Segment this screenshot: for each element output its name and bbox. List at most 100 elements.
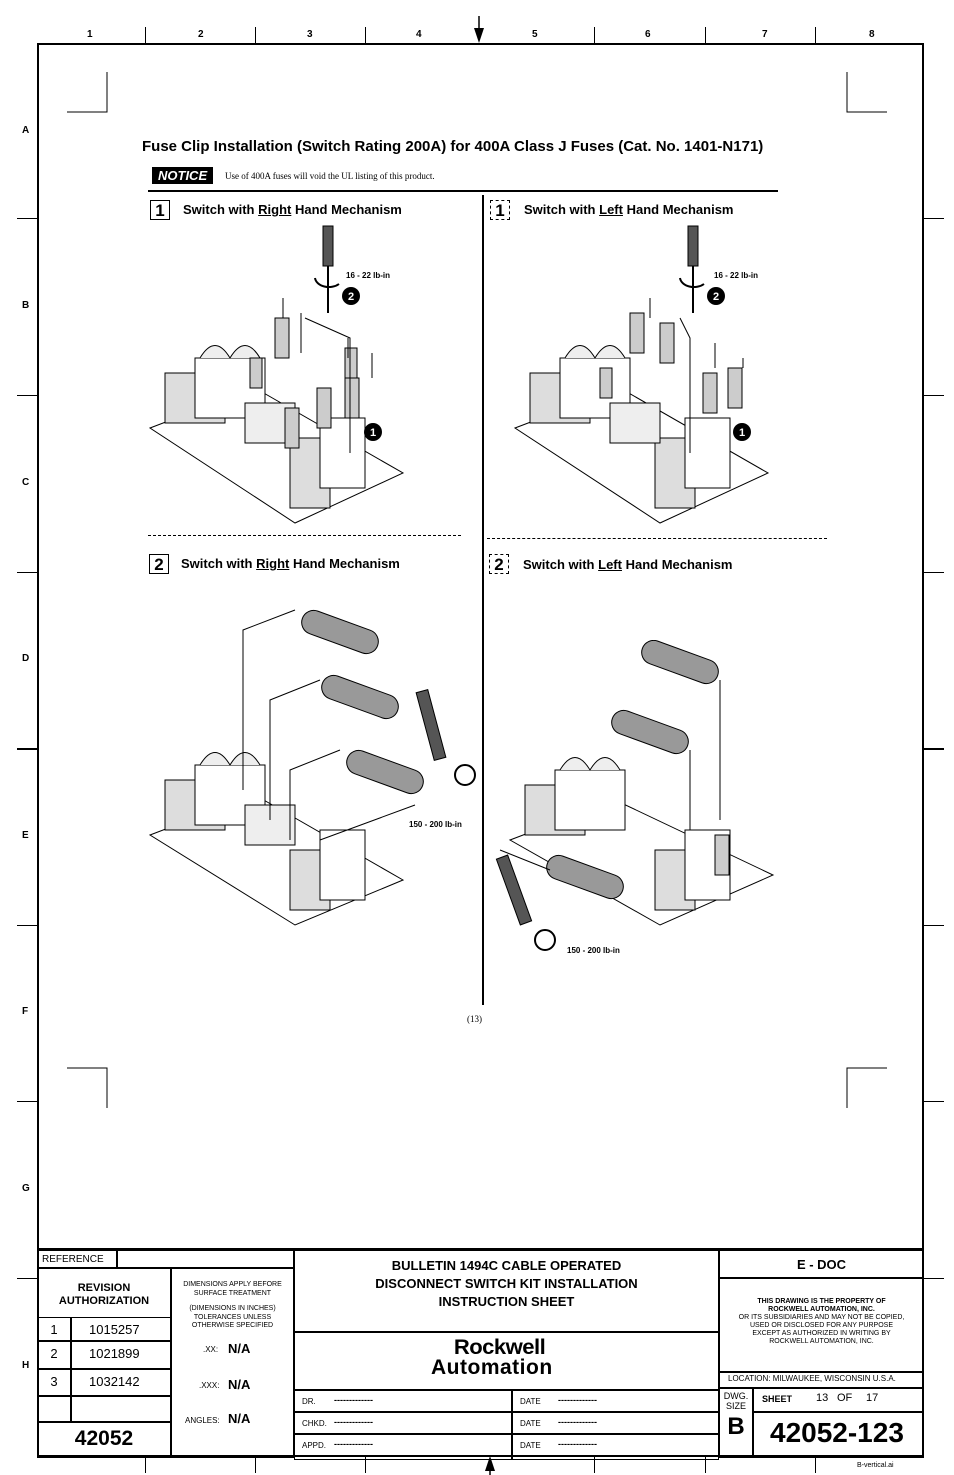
revision-num-cell — [37, 1396, 71, 1422]
torque-label-1-left: 16 - 22 lb-in — [714, 271, 759, 280]
callout-2-right: 2 — [348, 291, 354, 303]
revision-num-cell — [37, 1317, 71, 1341]
brand-cell — [294, 1332, 719, 1390]
grid-tick — [17, 218, 37, 219]
grid-tick — [17, 572, 37, 573]
grid-tick — [924, 572, 944, 573]
grid-tick — [924, 395, 944, 396]
property-line-4: USED OR DISCLOSED FOR ANY PURPOSE — [749, 1322, 893, 1329]
file-name: B-vertical.ai — [857, 1462, 894, 1469]
dwg-size-label-2: SIZE — [725, 1401, 746, 1411]
date-blank: ------------- — [558, 1395, 597, 1405]
revision-number: 2 — [50, 1346, 58, 1361]
illustration-fuse-install-right — [148, 609, 476, 926]
row-letter: H — [22, 1360, 30, 1371]
drawing-frame — [37, 43, 924, 1457]
panel-divider-vertical — [482, 195, 484, 1005]
title-block-top-rule — [37, 1248, 924, 1250]
grid-tick — [17, 395, 37, 396]
grid-tick — [17, 1101, 37, 1102]
revision-code-cell — [71, 1396, 171, 1422]
row-letter: C — [22, 477, 30, 488]
row-letter: G — [22, 1183, 30, 1194]
center-arrow-bottom-icon — [485, 1456, 495, 1475]
property-line-3: OR ITS SUBSIDIARIES AND MAY NOT BE COPIE… — [738, 1314, 905, 1321]
callout-1-right: 1 — [370, 427, 376, 439]
page-title: Fuse Clip Installation (Switch Rating 20… — [142, 138, 764, 155]
panel-heading-2-right: Switch with Right Hand Mechanism — [181, 556, 400, 571]
tol-angles-value: N/A — [228, 1411, 251, 1426]
date-label: DATE — [520, 1397, 541, 1406]
illustration-fuse-clip-right: 2 1 — [148, 225, 405, 524]
grid-tick — [705, 1457, 706, 1473]
date-blank: ------------- — [558, 1439, 597, 1449]
reference-cell — [37, 1250, 117, 1268]
grid-tick — [594, 27, 595, 43]
grid-tick — [255, 1457, 256, 1473]
revision-code: 1032142 — [89, 1374, 140, 1389]
signature-cell — [294, 1434, 512, 1460]
column-number: 6 — [645, 29, 651, 40]
grid-tick — [17, 748, 37, 750]
column-number: 4 — [416, 29, 422, 40]
tolerance-block — [171, 1268, 294, 1458]
property-line-1: THIS DRAWING IS THE PROPERTY OF — [757, 1298, 886, 1305]
column-number: 2 — [198, 29, 204, 40]
callout-1-left: 1 — [739, 427, 745, 439]
grid-tick — [145, 27, 146, 43]
revision-code-cell — [71, 1341, 171, 1369]
signature-cell — [294, 1390, 512, 1412]
panel-heading-1-left: Switch with Left Hand Mechanism — [524, 202, 734, 217]
column-number: 5 — [532, 29, 538, 40]
drawing-number-short: 42052 — [74, 1427, 134, 1450]
title-rule — [148, 190, 778, 192]
panel-divider-right — [487, 538, 827, 539]
reference-value-cell — [117, 1250, 294, 1268]
torque-label-2-right: 150 - 200 lb-in — [409, 820, 462, 829]
date-cell — [512, 1412, 719, 1434]
revision-code-cell — [71, 1317, 171, 1341]
signature-blank: ------------- — [334, 1439, 373, 1449]
step-box-1-right: 1 — [150, 200, 170, 220]
torque-label-2-left: 150 - 200 lb-in — [567, 946, 620, 955]
grid-tick — [365, 1457, 366, 1473]
grid-tick — [145, 1457, 146, 1473]
revision-number: 3 — [50, 1374, 58, 1389]
date-cell — [512, 1434, 719, 1460]
drawing-number: 42052-123 — [770, 1417, 904, 1448]
drawing-number-short-cell — [37, 1422, 171, 1458]
document-title-line-1: BULLETIN 1494C CABLE OPERATED — [391, 1258, 622, 1273]
revision-num-cell — [37, 1369, 71, 1396]
date-label: DATE — [520, 1419, 541, 1428]
column-number: 8 — [869, 29, 875, 40]
column-number: 1 — [87, 29, 93, 40]
dwg-size-label-1: DWG. — [723, 1391, 749, 1401]
edoc-label: E - DOC — [796, 1257, 847, 1272]
reference-label: REFERENCE — [42, 1254, 104, 1265]
location-text: LOCATION: MILWAUKEE, WISCONSIN U.S.A. — [728, 1374, 896, 1383]
dwg-size-cell — [719, 1388, 753, 1458]
grid-tick — [924, 218, 944, 219]
signature-blank: ------------- — [334, 1395, 373, 1405]
revision-code-cell — [71, 1369, 171, 1396]
date-label: DATE — [520, 1441, 541, 1450]
step-box-2-left: 2 — [489, 554, 509, 574]
center-arrow-top-icon — [474, 16, 484, 43]
revision-code: 1021899 — [89, 1346, 140, 1361]
dim-note-4: TOLERANCES UNLESS — [193, 1314, 272, 1321]
grid-tick — [594, 1457, 595, 1473]
grid-tick — [924, 1278, 944, 1279]
notice-label: NOTICE — [152, 167, 214, 184]
date-cell — [512, 1390, 719, 1412]
row-letter: A — [22, 125, 30, 136]
step-box-1-left: 1 — [490, 200, 510, 220]
callout-2-left: 2 — [713, 291, 719, 303]
torque-label-1-right: 16 - 22 lb-in — [346, 271, 391, 280]
sheet-number: 13 — [816, 1392, 829, 1404]
brand-automation: Automation — [431, 1356, 553, 1379]
grid-tick — [17, 1278, 37, 1279]
revision-code: 1015257 — [89, 1322, 140, 1337]
tol-xx-label: .XX: — [203, 1345, 219, 1354]
dim-note-1: DIMENSIONS APPLY BEFORE — [183, 1281, 282, 1288]
tol-angles-label: ANGLES: — [185, 1416, 220, 1425]
